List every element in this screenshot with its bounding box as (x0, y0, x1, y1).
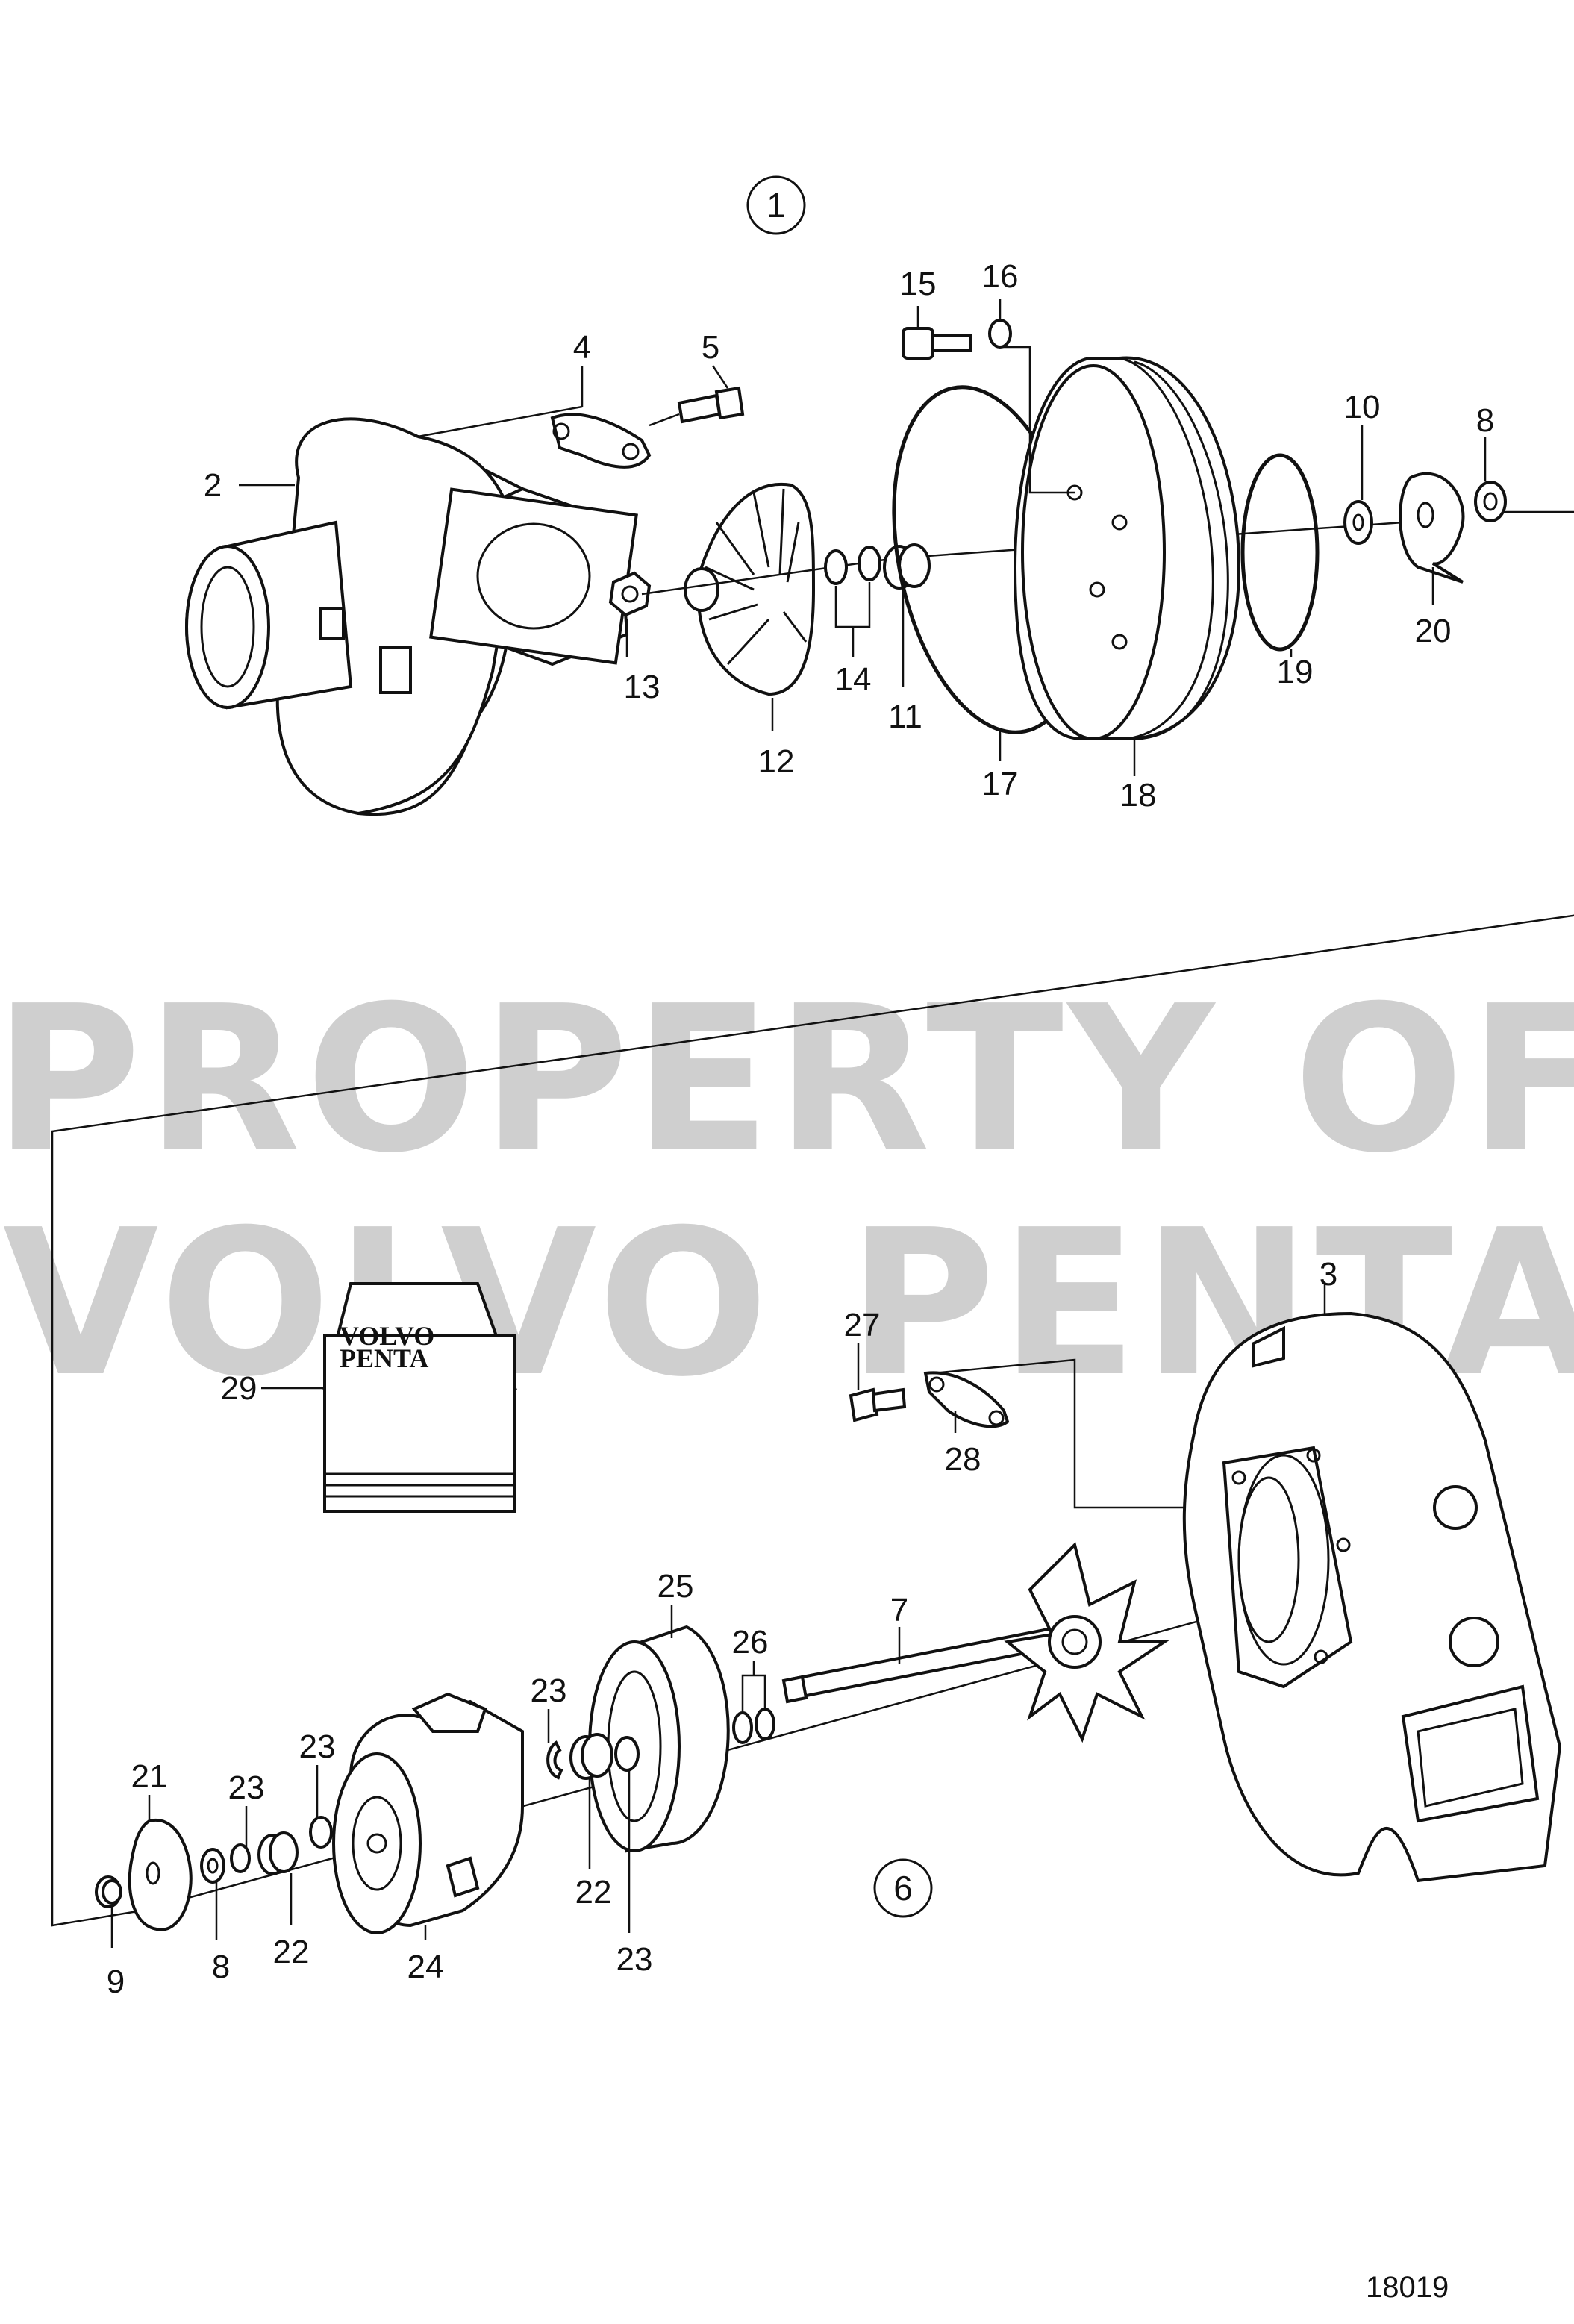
callout-5: 5 (702, 329, 719, 366)
sealing-rings-pair (824, 546, 881, 585)
washer-lower (200, 1848, 225, 1884)
bearing-housing-cover (1013, 356, 1241, 740)
turbine-shaft-wheel (781, 1542, 1169, 1743)
thrust-bushing (883, 543, 931, 590)
callout-23-b: 23 (228, 1769, 265, 1806)
circlip-mid (546, 1740, 563, 1780)
bolt-lower (849, 1387, 907, 1422)
figure-number: 18019 (1366, 2271, 1449, 2304)
callout-19: 19 (1277, 654, 1314, 690)
callout-8-lower: 8 (212, 1949, 230, 1985)
callout-13: 13 (624, 669, 660, 705)
oil-deflector (1399, 472, 1465, 584)
callout-20: 20 (1415, 613, 1452, 649)
callout-25: 25 (658, 1568, 694, 1605)
callout-22-left: 22 (273, 1934, 310, 1970)
group-label-6: 6 (893, 1869, 913, 1908)
compressor-wheel (684, 482, 816, 696)
group-marker-6: 6 (873, 1858, 933, 1918)
heat-shield (588, 1625, 730, 1853)
callout-2: 2 (204, 467, 222, 504)
gasket-kit-package: VOLVO PENTA (322, 1282, 517, 1513)
callout-26: 26 (732, 1624, 769, 1661)
callout-23-a: 23 (299, 1728, 336, 1765)
callout-12: 12 (758, 743, 795, 780)
callout-14: 14 (835, 661, 872, 698)
callout-23-d: 23 (616, 1941, 653, 1978)
watermark-line-1: PROPERTY OF (0, 962, 1574, 1197)
callout-10: 10 (1344, 389, 1381, 425)
circlip-left (309, 1816, 333, 1849)
center-bearing-housing (332, 1692, 524, 1934)
logo-volvo: VOLVO (340, 1321, 434, 1351)
callout-23-c: 23 (531, 1672, 567, 1709)
shaft-nut-lower (95, 1875, 122, 1908)
group-label-1: 1 (766, 186, 786, 225)
callout-4: 4 (573, 329, 591, 366)
watermark: PROPERTY OF VOLVO PENTA (0, 962, 1574, 1421)
circlip-right (614, 1736, 640, 1772)
logo-penta: PENTA (340, 1343, 428, 1373)
callout-18: 18 (1120, 777, 1157, 813)
callout-29: 29 (221, 1370, 257, 1407)
callout-28: 28 (945, 1441, 981, 1478)
turbine-housing (1182, 1311, 1562, 1883)
callout-24: 24 (407, 1949, 444, 1985)
cover-washer (988, 319, 1012, 349)
compressor-housing (185, 417, 638, 816)
clamp-plate-lower (923, 1371, 1010, 1428)
shaft-nut-upper (1474, 481, 1507, 522)
clamp-plate-upper (550, 413, 652, 469)
small-o-ring (1240, 453, 1320, 652)
callout-9: 9 (107, 1964, 125, 2000)
callout-labels: 2 3 4 5 7 8 8 9 10 11 12 13 14 15 16 17 … (107, 258, 1494, 2000)
callout-16: 16 (982, 258, 1019, 295)
clamp-lower-leader (932, 1358, 1224, 1509)
callout-22-right: 22 (575, 1874, 612, 1911)
callout-7: 7 (890, 1592, 908, 1628)
journal-bearing-right (569, 1733, 613, 1780)
callout-27: 27 (844, 1307, 881, 1343)
callout-17: 17 (982, 766, 1019, 802)
callout-8-upper: 8 (1476, 402, 1494, 439)
clamp-leader (417, 405, 583, 438)
group-marker-1: 1 (746, 175, 806, 235)
callout-3: 3 (1320, 1256, 1337, 1293)
callout-21: 21 (131, 1758, 168, 1795)
thrust-collar-disc (128, 1818, 193, 1931)
connector-frame-line (51, 510, 1574, 1927)
circlip-far-left (230, 1843, 251, 1873)
cover-bolt (902, 327, 972, 360)
spacer-washer (1343, 500, 1373, 545)
compressor-nut (608, 571, 652, 617)
piston-rings-pair (732, 1708, 775, 1744)
callout-15: 15 (900, 266, 937, 302)
bolt-upper (677, 386, 745, 424)
journal-bearing-left (257, 1831, 299, 1875)
callout-11: 11 (888, 699, 922, 735)
